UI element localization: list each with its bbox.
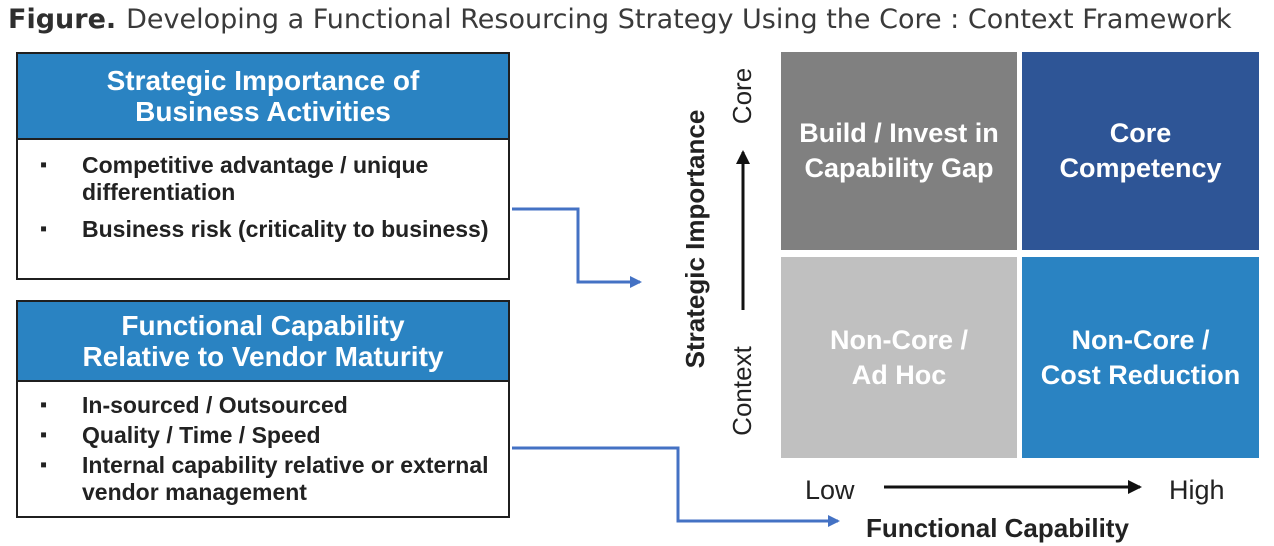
quadrant-line-1: Non-Core / <box>1071 324 1210 355</box>
figure-title: Figure. Developing a Functional Resourcin… <box>8 4 1232 36</box>
quadrant-non-core-ad-hoc: Non-Core / Ad Hoc <box>781 257 1017 458</box>
heading-line-1: Functional Capability <box>121 310 405 341</box>
functional-capability-panel: Functional Capability Relative to Vendor… <box>16 300 510 518</box>
quadrant-build-invest: Build / Invest in Capability Gap <box>781 52 1017 250</box>
functional-capability-list: In-sourced / Outsourced Quality / Time /… <box>18 382 508 506</box>
y-axis-title: Strategic Importance <box>680 109 710 369</box>
x-tick-low: Low <box>805 475 855 505</box>
capability-connector <box>512 446 840 527</box>
heading-line-2: Business Activities <box>135 96 391 127</box>
y-tick-core: Core <box>727 67 757 125</box>
y-tick-context: Context <box>727 346 757 436</box>
quadrant-line-1: Core <box>1109 118 1172 148</box>
quadrant-non-core-cost-reduction: Non-Core / Cost Reduction <box>1022 257 1259 458</box>
x-tick-high: High <box>1169 475 1225 505</box>
quadrant-line-2: Cost Reduction <box>1040 359 1241 390</box>
strategic-importance-list: Competitive advantage / unique different… <box>18 140 508 243</box>
figure-label: Figure. <box>8 4 117 35</box>
heading-line-1: Strategic Importance of <box>106 65 420 96</box>
strategic-importance-heading: Strategic Importance of Business Activit… <box>18 54 508 140</box>
quadrant-line-1: Non-Core / <box>830 324 968 355</box>
functional-capability-heading: Functional Capability Relative to Vendor… <box>18 302 508 382</box>
list-item: Competitive advantage / unique different… <box>18 152 508 206</box>
figure-title-text: Developing a Functional Resourcing Strat… <box>126 4 1232 35</box>
list-item: Internal capability relative or external… <box>18 452 508 506</box>
quadrant-line-2: Competency <box>1059 153 1222 183</box>
quadrant-line-2: Capability Gap <box>804 153 994 183</box>
quadrant-line-1: Build / Invest in <box>799 118 999 148</box>
strategic-importance-panel: Strategic Importance of Business Activit… <box>16 52 510 280</box>
x-axis-title: Functional Capability <box>866 513 1129 543</box>
heading-line-2: Relative to Vendor Maturity <box>82 341 444 372</box>
importance-connector <box>512 207 642 288</box>
list-item: In-sourced / Outsourced <box>18 392 508 419</box>
list-item: Quality / Time / Speed <box>18 422 508 449</box>
list-item: Business risk (criticality to business) <box>18 216 508 243</box>
quadrant-line-2: Ad Hoc <box>851 359 947 390</box>
